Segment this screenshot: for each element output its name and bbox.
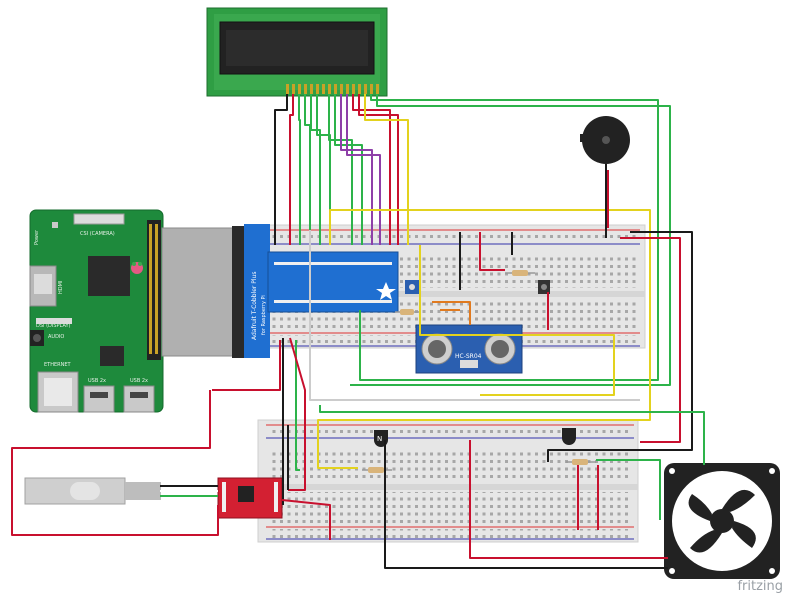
svg-text:ETHERNET: ETHERNET — [44, 362, 72, 368]
breadboard-bottom — [257, 419, 639, 543]
resistor-top — [505, 270, 535, 276]
svg-text:for Raspberry Pi: for Raspberry Pi — [261, 295, 267, 335]
ribbon-cable — [161, 226, 246, 358]
usb-port-1 — [83, 385, 115, 413]
svg-text:HC-SR04: HC-SR04 — [455, 353, 482, 360]
svg-text:USB 2x: USB 2x — [130, 378, 148, 384]
load-cell — [24, 477, 161, 505]
resistor-bottom-2 — [566, 459, 596, 465]
svg-text:DSI (DISPLAY): DSI (DISPLAY) — [36, 323, 71, 329]
t-cobbler: Adafruit T-Cobbler Plus for Raspberry Pi — [244, 224, 399, 358]
raspberry-pi-board: CSI (CAMERA) Power HDMI DSI (DISPLAY) AU… — [29, 209, 164, 413]
wires — [11, 94, 705, 569]
lcd-display — [206, 7, 388, 97]
svg-text:Adafruit T-Cobbler Plus: Adafruit T-Cobbler Plus — [251, 272, 258, 341]
hx711-module — [217, 477, 283, 519]
svg-text:USB 2x: USB 2x — [88, 378, 106, 384]
cobbler-pins — [274, 262, 392, 303]
fritzing-watermark: fritzing — [737, 579, 783, 594]
resistor-bottom-1 — [362, 467, 392, 473]
usb-port-2 — [123, 385, 155, 413]
fan — [664, 463, 780, 579]
ultrasonic-sensor: HC-SR04 — [415, 324, 523, 374]
star-icon — [376, 282, 396, 300]
csi-connector — [73, 213, 125, 225]
transistor-2 — [562, 428, 576, 445]
buzzer — [580, 116, 630, 164]
svg-text:N: N — [377, 435, 382, 443]
soc-chip — [88, 256, 130, 296]
lcd-header-pins — [286, 84, 379, 94]
resistor-cobbler — [395, 309, 420, 315]
svg-text:CSI (CAMERA): CSI (CAMERA) — [80, 231, 115, 237]
svg-text:AUDIO: AUDIO — [48, 334, 64, 340]
svg-text:Power: Power — [34, 229, 40, 245]
svg-text:HDMI: HDMI — [58, 281, 64, 294]
